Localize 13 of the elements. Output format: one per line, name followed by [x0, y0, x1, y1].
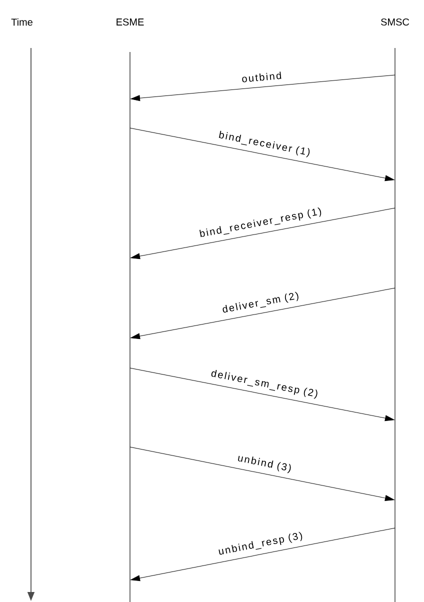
- lifeline-header: Time: [11, 18, 32, 26]
- edge-label: outbind: [242, 72, 282, 82]
- message-arrow: [130, 288, 396, 340]
- edge-label: deliver_sm (2): [222, 292, 298, 313]
- message-arrow: [130, 446, 394, 502]
- message-arrow: [130, 368, 394, 422]
- message-arrow: [130, 128, 394, 182]
- lifeline-header: SMSC: [381, 18, 410, 26]
- message-arrow: [130, 528, 396, 582]
- edge-label: unbind (3): [238, 456, 291, 474]
- lifeline-header: ESME: [116, 18, 144, 26]
- message-arrow: [130, 74, 396, 102]
- message-arrow: [130, 208, 396, 260]
